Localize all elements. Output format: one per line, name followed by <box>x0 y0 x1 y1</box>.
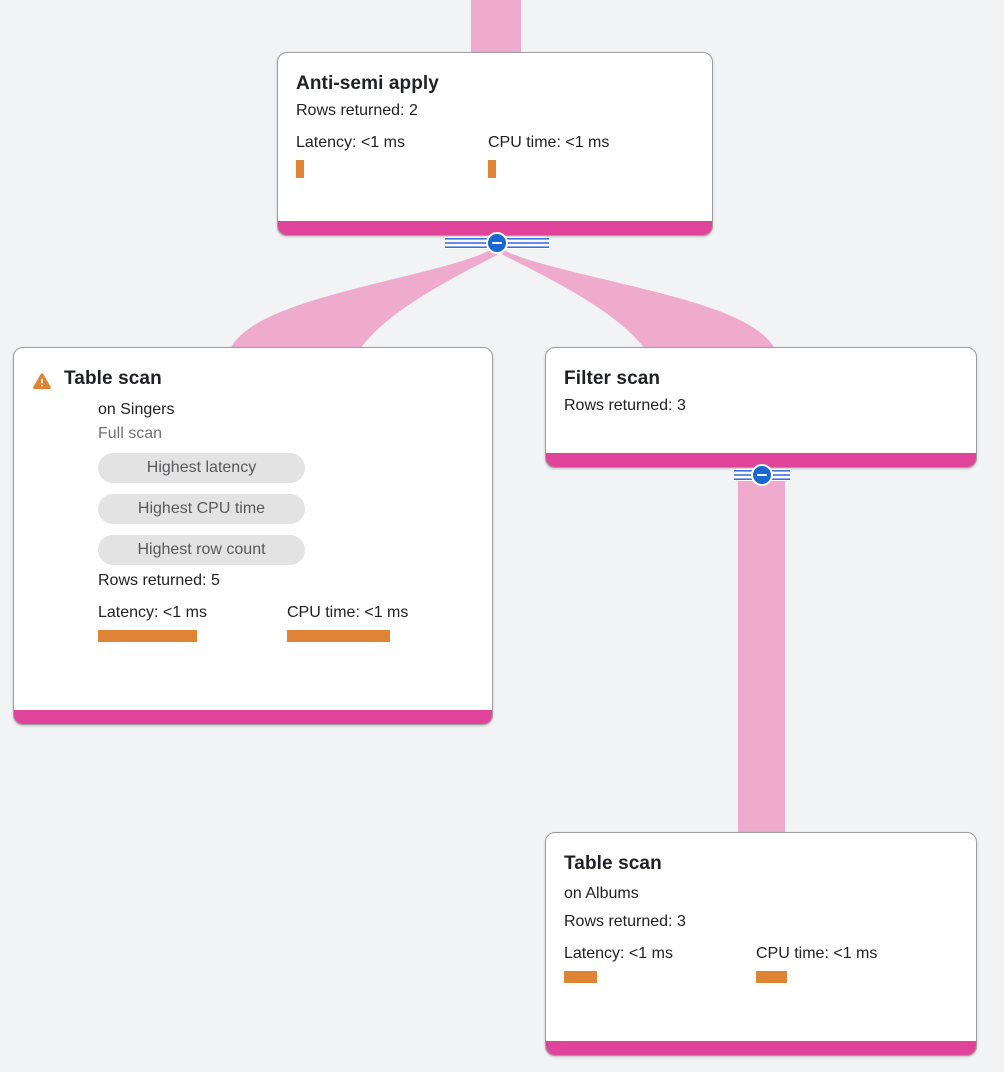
node-filter-scan[interactable]: Filter scan Rows returned: 3 <box>545 347 977 468</box>
node-body: Table scan on Singers Full scan Highest … <box>14 348 492 642</box>
latency-metric: Latency: <1 ms <box>98 603 287 642</box>
latency-bar <box>564 971 597 983</box>
latency-label: Latency: <1 ms <box>98 604 207 621</box>
latency-bar <box>296 160 304 178</box>
minus-circle-icon[interactable] <box>750 464 773 486</box>
latency-metric: Latency: <1 ms <box>296 133 488 178</box>
node-title: Filter scan <box>564 368 661 389</box>
node-header: Table scan <box>32 368 474 391</box>
node-body: Table scan on Albums Rows returned: 3 La… <box>546 833 976 983</box>
cpu-metric: CPU time: <1 ms <box>756 944 877 983</box>
cpu-time-bar <box>287 630 390 642</box>
node-accent-bar <box>278 221 712 235</box>
cpu-time-bar <box>756 971 787 983</box>
collapse-toggle-filter-scan[interactable] <box>710 464 813 486</box>
latency-label: Latency: <1 ms <box>296 134 405 151</box>
scan-target-label: on Albums <box>564 885 639 902</box>
latency-label: Latency: <1 ms <box>564 945 673 962</box>
latency-metric: Latency: <1 ms <box>564 944 756 983</box>
node-title: Table scan <box>564 853 662 874</box>
scan-target-label: on Singers <box>98 401 175 418</box>
cpu-metric: CPU time: <1 ms <box>488 133 609 178</box>
chip-list: Highest latency Highest CPU time Highest… <box>98 453 474 565</box>
warning-triangle-icon <box>33 373 51 390</box>
collapse-toggle-anti-semi-apply[interactable] <box>445 232 549 254</box>
minus-circle-icon[interactable] <box>486 232 508 254</box>
node-accent-bar <box>14 710 492 724</box>
edge-incoming-root <box>471 0 521 52</box>
node-body: Anti-semi apply Rows returned: 2 Latency… <box>278 53 712 178</box>
cpu-metric: CPU time: <1 ms <box>287 603 408 642</box>
rows-returned-label: Rows returned: 3 <box>564 913 686 930</box>
metrics-row: Latency: <1 ms CPU time: <1 ms <box>296 133 694 178</box>
node-header: Filter scan <box>564 368 958 390</box>
node-table-scan-albums[interactable]: Table scan on Albums Rows returned: 3 La… <box>545 832 977 1056</box>
node-accent-bar <box>546 453 976 467</box>
edge-filter-scan-to-table-scan-albums <box>738 472 785 838</box>
chip-highest-cpu-time[interactable]: Highest CPU time <box>98 494 305 524</box>
cpu-time-label: CPU time: <1 ms <box>488 134 610 151</box>
node-details: on Singers Full scan Highest latency Hig… <box>32 398 474 642</box>
cpu-time-label: CPU time: <1 ms <box>287 604 409 621</box>
edge-antisemi-to-table-scan-singers <box>230 248 497 349</box>
edge-antisemi-to-filter-scan <box>500 248 775 349</box>
latency-bar <box>98 630 197 642</box>
cpu-time-label: CPU time: <1 ms <box>756 945 878 962</box>
rows-returned-label: Rows returned: 3 <box>564 397 686 414</box>
cpu-time-bar <box>488 160 496 178</box>
node-anti-semi-apply[interactable]: Anti-semi apply Rows returned: 2 Latency… <box>277 52 713 236</box>
node-accent-bar <box>546 1041 976 1055</box>
node-header: Anti-semi apply <box>296 73 694 95</box>
node-header: Table scan <box>564 853 958 875</box>
node-title: Table scan <box>64 368 162 389</box>
scan-type-label: Full scan <box>98 425 163 442</box>
node-title: Anti-semi apply <box>296 73 439 94</box>
rows-returned-label: Rows returned: 2 <box>296 102 418 119</box>
chip-highest-latency[interactable]: Highest latency <box>98 453 305 483</box>
node-table-scan-singers[interactable]: Table scan on Singers Full scan Highest … <box>13 347 493 725</box>
rows-returned-label: Rows returned: 5 <box>98 572 220 589</box>
node-body: Filter scan Rows returned: 3 <box>546 348 976 418</box>
metrics-row: Latency: <1 ms CPU time: <1 ms <box>564 944 958 983</box>
chip-highest-row-count[interactable]: Highest row count <box>98 535 305 565</box>
metrics-row: Latency: <1 ms CPU time: <1 ms <box>98 603 474 642</box>
